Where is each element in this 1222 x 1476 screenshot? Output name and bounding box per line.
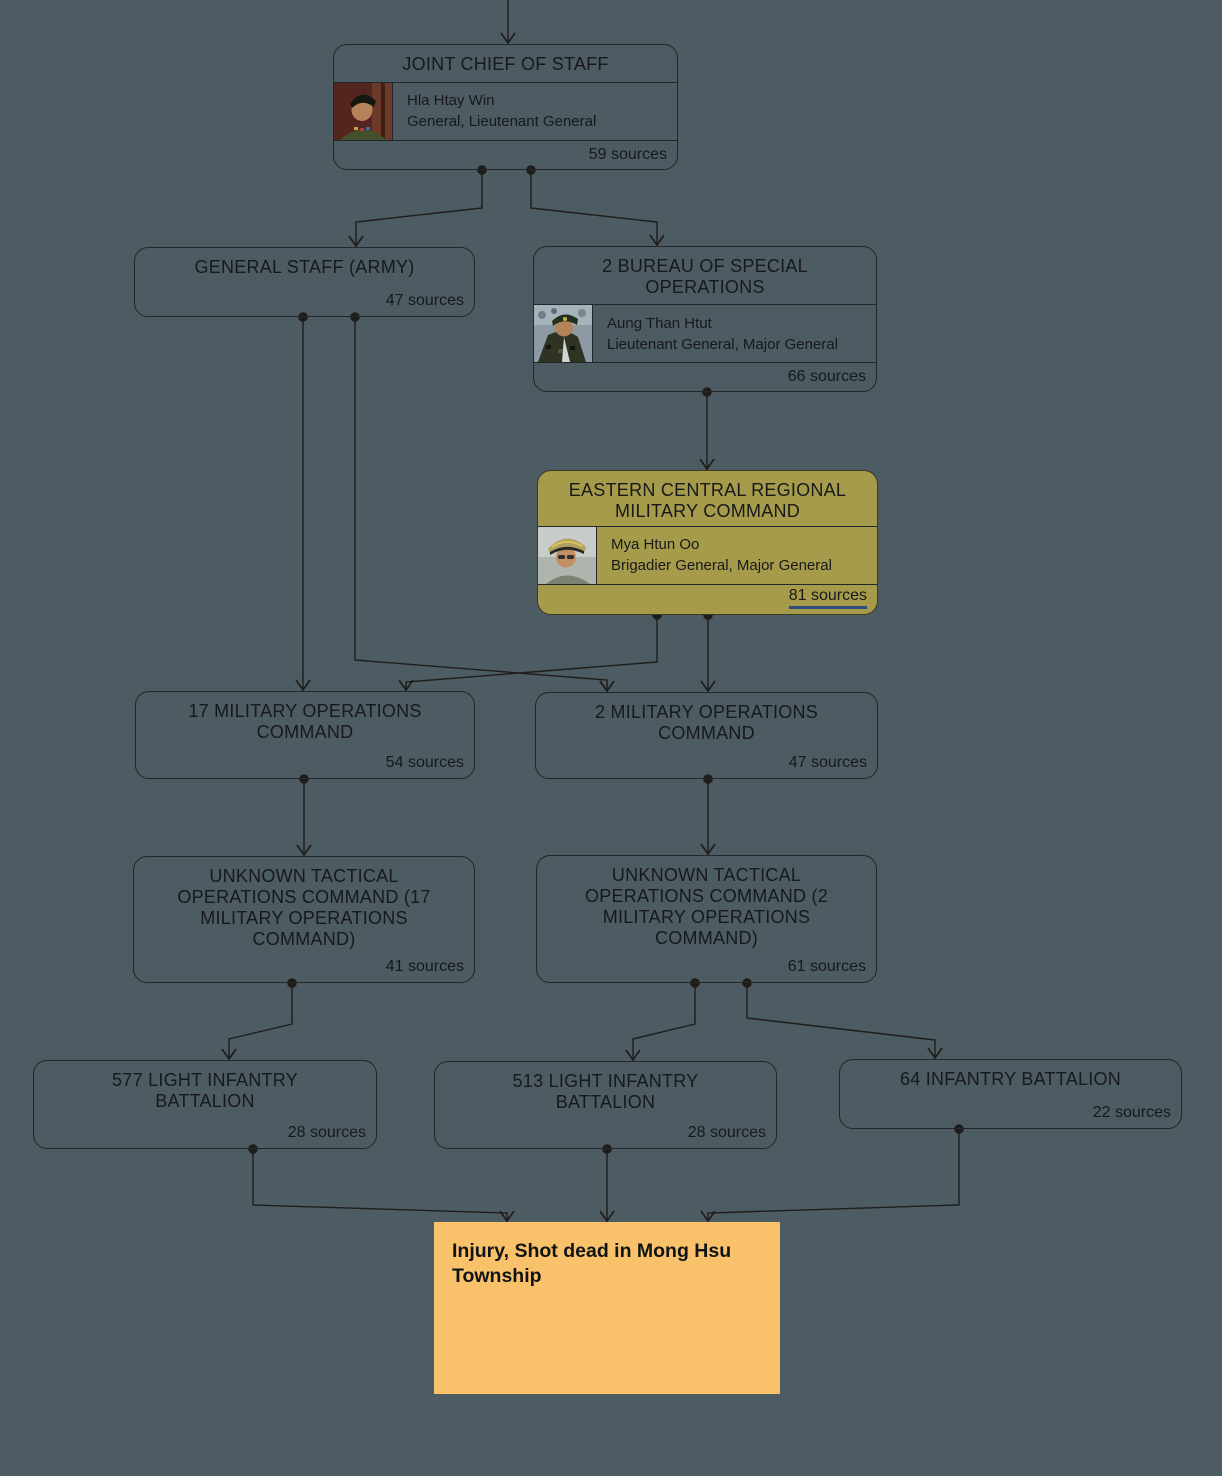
edge-utoc17-lib577 bbox=[221, 978, 297, 1061]
sources-count[interactable]: 54 sources bbox=[136, 754, 474, 778]
sources-label[interactable]: 47 sources bbox=[385, 292, 464, 309]
event-label: Injury, Shot dead in Mong Hsu Township bbox=[452, 1240, 732, 1288]
node-title: JOINT CHIEF OF STAFF bbox=[402, 54, 609, 74]
node-general-staff-army[interactable]: GENERAL STAFF (ARMY) 47 sources bbox=[134, 247, 475, 317]
edge-ecrmc-moc17 bbox=[398, 610, 662, 692]
node-title: 17 MILITARY OPERATIONS COMMAND bbox=[188, 701, 422, 743]
sources-count[interactable]: 47 sources bbox=[536, 754, 877, 778]
officer-row: Aung Than Htut Lieutenant General, Major… bbox=[534, 304, 876, 364]
node-title: EASTERN CENTRAL REGIONAL MILITARY COMMAN… bbox=[568, 480, 847, 522]
sources-count[interactable]: 28 sources bbox=[34, 1124, 376, 1148]
sources-label[interactable]: 61 sources bbox=[787, 958, 866, 975]
node-513-light-infantry-battalion[interactable]: 513 LIGHT INFANTRY BATTALION 28 sources bbox=[434, 1061, 777, 1149]
sources-count[interactable]: 59 sources bbox=[334, 144, 677, 169]
officer-name: Hla Htay Win bbox=[407, 92, 495, 110]
edge-ib64-event bbox=[700, 1124, 964, 1223]
sources-label[interactable]: 66 sources bbox=[787, 368, 866, 385]
edge-jcs-gsa bbox=[348, 165, 487, 248]
node-title: 2 BUREAU OF SPECIAL OPERATIONS bbox=[602, 256, 808, 298]
node-title: UNKNOWN TACTICAL OPERATIONS COMMAND (17 … bbox=[177, 866, 431, 950]
edge-gsa-moc2 bbox=[350, 312, 615, 693]
edge-moc17-utoc17 bbox=[296, 774, 312, 857]
node-17-military-operations-command[interactable]: 17 MILITARY OPERATIONS COMMAND 54 source… bbox=[135, 691, 475, 779]
edge-utoc2-lib513 bbox=[625, 978, 700, 1062]
officer-ranks: Brigadier General, Major General bbox=[611, 557, 832, 575]
sources-count[interactable]: 22 sources bbox=[840, 1104, 1181, 1128]
sources-count[interactable]: 81 sources bbox=[538, 585, 877, 614]
node-2-bureau-of-special-operations[interactable]: 2 BUREAU OF SPECIAL OPERATIONS bbox=[533, 246, 877, 392]
node-eastern-central-regional-military-command[interactable]: EASTERN CENTRAL REGIONAL MILITARY COMMAN… bbox=[537, 470, 878, 615]
edge-ecrmc-moc2 bbox=[700, 610, 716, 693]
officer-ranks: General, Lieutenant General bbox=[407, 113, 597, 131]
sources-label[interactable]: 59 sources bbox=[588, 145, 667, 163]
sources-label[interactable]: 28 sources bbox=[287, 1124, 366, 1141]
officer-row: Hla Htay Win General, Lieutenant General bbox=[334, 81, 677, 141]
officer-ranks: Lieutenant General, Major General bbox=[607, 335, 838, 353]
officer-name: Mya Htun Oo bbox=[611, 536, 700, 554]
event-box[interactable]: Injury, Shot dead in Mong Hsu Township bbox=[434, 1222, 780, 1394]
node-title: 2 MILITARY OPERATIONS COMMAND bbox=[595, 702, 818, 744]
sources-count[interactable]: 66 sources bbox=[534, 366, 876, 391]
officer-info: Mya Htun Oo Brigadier General, Major Gen… bbox=[597, 527, 840, 584]
node-unknown-tactical-operations-command-17-moc[interactable]: UNKNOWN TACTICAL OPERATIONS COMMAND (17 … bbox=[133, 856, 475, 983]
node-title: 577 LIGHT INFANTRY BATTALION bbox=[112, 1070, 298, 1112]
node-title: UNKNOWN TACTICAL OPERATIONS COMMAND (2 M… bbox=[585, 865, 828, 949]
node-title: 64 INFANTRY BATTALION bbox=[900, 1069, 1121, 1089]
officer-photo bbox=[334, 82, 393, 140]
sources-count[interactable]: 28 sources bbox=[435, 1124, 776, 1148]
officer-info: Hla Htay Win General, Lieutenant General bbox=[393, 83, 604, 140]
edge-gsa-moc17 bbox=[295, 312, 311, 692]
sources-label[interactable]: 28 sources bbox=[687, 1124, 766, 1141]
officer-info: Aung Than Htut Lieutenant General, Major… bbox=[593, 305, 846, 362]
node-2-military-operations-command[interactable]: 2 MILITARY OPERATIONS COMMAND 47 sources bbox=[535, 692, 878, 779]
sources-count[interactable]: 41 sources bbox=[134, 958, 474, 982]
sources-count[interactable]: 47 sources bbox=[135, 292, 474, 316]
edge-bso2-ecrmc bbox=[699, 387, 715, 471]
officer-photo bbox=[538, 526, 597, 584]
sources-label[interactable]: 47 sources bbox=[788, 754, 867, 771]
node-64-infantry-battalion[interactable]: 64 INFANTRY BATTALION 22 sources bbox=[839, 1059, 1182, 1129]
edge-lib513-event bbox=[599, 1144, 615, 1223]
sources-label[interactable]: 41 sources bbox=[385, 958, 464, 975]
sources-count[interactable]: 61 sources bbox=[537, 958, 876, 982]
edge-parent-jcs bbox=[500, 0, 516, 45]
sources-label[interactable]: 22 sources bbox=[1092, 1104, 1171, 1121]
sources-label[interactable]: 54 sources bbox=[385, 754, 464, 771]
officer-name: Aung Than Htut bbox=[607, 314, 712, 332]
edge-moc2-utoc2 bbox=[700, 774, 716, 856]
officer-photo bbox=[534, 305, 593, 363]
node-joint-chief-of-staff[interactable]: JOINT CHIEF OF STAFF Hla Htay Win Genera… bbox=[333, 44, 678, 170]
officer-row: Mya Htun Oo Brigadier General, Major Gen… bbox=[538, 525, 877, 585]
edge-jcs-bso2 bbox=[526, 165, 665, 247]
node-title: GENERAL STAFF (ARMY) bbox=[194, 257, 415, 277]
edge-utoc2-ib64 bbox=[742, 978, 943, 1060]
node-577-light-infantry-battalion[interactable]: 577 LIGHT INFANTRY BATTALION 28 sources bbox=[33, 1060, 377, 1149]
node-unknown-tactical-operations-command-2-moc[interactable]: UNKNOWN TACTICAL OPERATIONS COMMAND (2 M… bbox=[536, 855, 877, 983]
sources-link[interactable]: 81 sources bbox=[788, 587, 867, 609]
node-title: 513 LIGHT INFANTRY BATTALION bbox=[512, 1071, 699, 1113]
edge-lib577-event bbox=[248, 1144, 515, 1223]
